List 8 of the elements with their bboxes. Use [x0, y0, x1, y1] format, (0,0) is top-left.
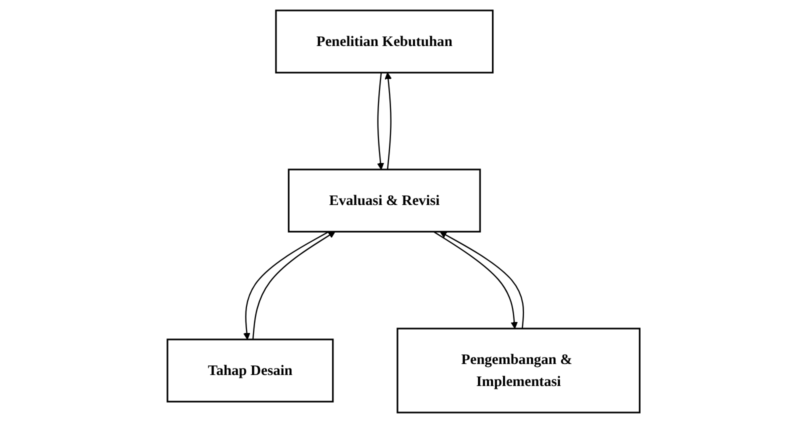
node-box: Pengembangan & Implementasi: [397, 328, 641, 414]
node-box: Tahap Desain: [167, 338, 334, 402]
arrow: [385, 72, 392, 170]
node-box: Penelitian Kebutuhan: [276, 10, 494, 74]
arrow: [377, 72, 385, 170]
node-box: Evaluasi & Revisi: [288, 168, 482, 232]
arrow: [244, 231, 330, 340]
arrow: [252, 231, 336, 340]
